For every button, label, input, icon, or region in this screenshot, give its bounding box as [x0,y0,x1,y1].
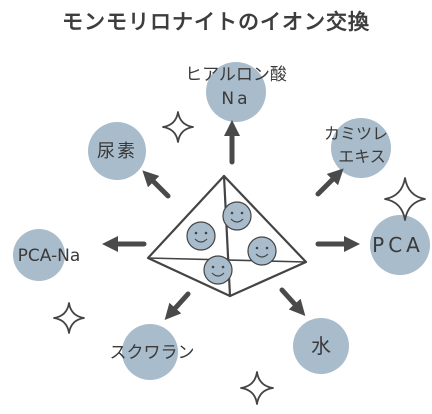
sparkle-icon [53,302,85,334]
smiley-face-icon [222,201,252,231]
label-urea: 尿素 [97,141,137,162]
smiley-face-icon [186,221,216,251]
bubble-pca-na [13,229,65,281]
bubble-urea [88,122,146,180]
label-squalane: スクワラン [110,343,195,363]
label-water: 水 [311,334,331,358]
sparkle-icon [240,371,274,405]
arrow-to-water [279,287,306,316]
bubble-hyaluronic [206,62,266,122]
label-chamomile-line2: エキス [338,147,386,166]
arrow-to-squalane [164,291,191,320]
page-title: モンモリロナイトのイオン交換 [62,10,370,34]
smiley-face-icon [247,236,277,266]
bubble-water [293,318,349,374]
bubble-pca [370,215,430,275]
label-pca-na: PCA-Na [18,246,81,266]
sparkle-icon [384,177,426,221]
arrow-to-chamomile [315,168,344,197]
smiley-face-icon [203,255,233,285]
bubble-chamomile [331,118,391,178]
sparkle-icon [162,111,194,143]
label-hyaluronic-line1: ヒアルロン酸 [185,65,287,85]
label-pca: PCA [372,233,424,257]
label-chamomile-line1: カミツレ [324,124,388,143]
arrow-to-urea [142,170,171,199]
bubble-squalane [122,324,178,380]
label-hyaluronic-line2: Na [221,89,250,109]
